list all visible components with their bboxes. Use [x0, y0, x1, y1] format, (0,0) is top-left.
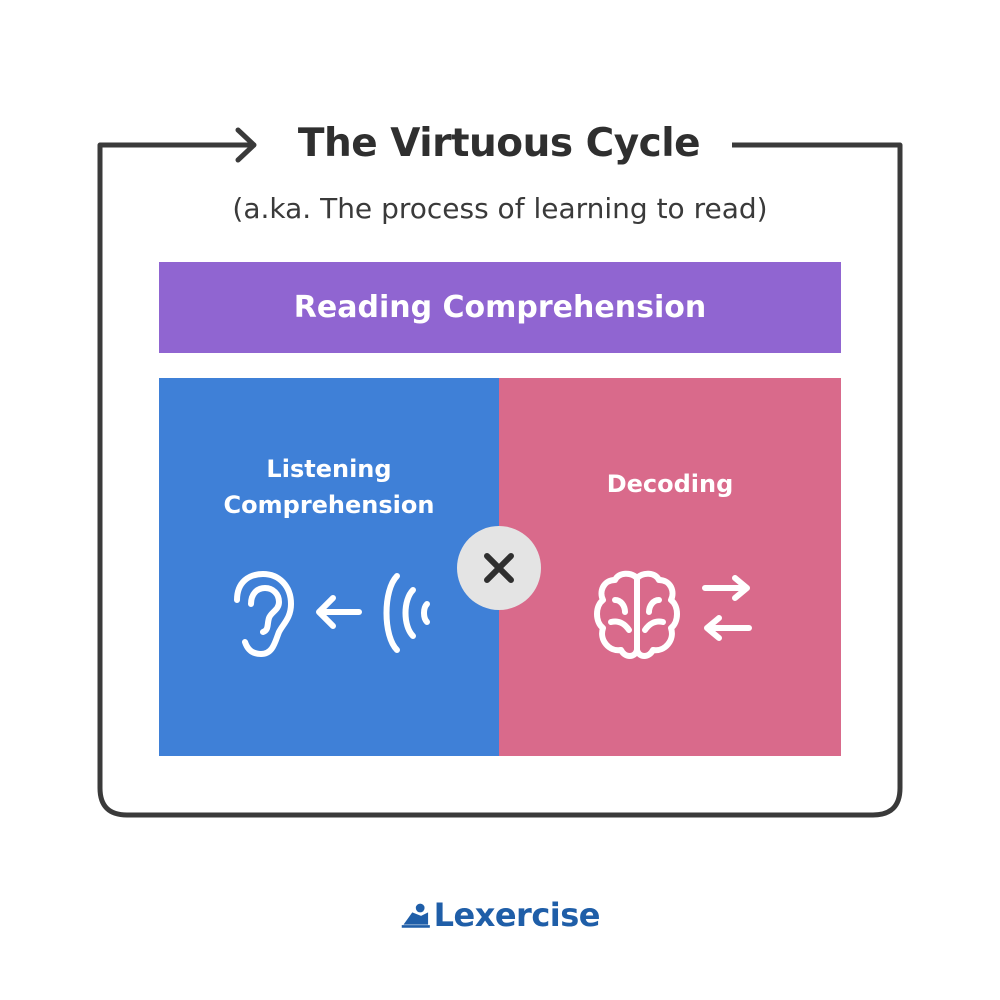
listening-label-line1: Listening — [266, 455, 392, 483]
sound-waves-icon — [383, 573, 430, 653]
listening-comprehension-panel: Listening Comprehension — [159, 378, 499, 756]
brain-icon — [594, 570, 680, 659]
cycle-frame-path — [97, 142, 903, 818]
diagram-title: The Virtuous Cycle — [268, 113, 730, 173]
listening-comprehension-label: Listening Comprehension — [159, 451, 499, 523]
ear-icon — [234, 570, 295, 658]
reading-comprehension-banner: Reading Comprehension — [159, 262, 841, 353]
lexercise-logo: Lexercise — [400, 893, 601, 937]
diagram-subtitle: (a.ka. The process of learning to read) — [232, 191, 768, 225]
listening-label-line2: Comprehension — [223, 491, 435, 519]
reader-icon — [401, 903, 430, 928]
logo-text: Lexercise — [433, 896, 601, 934]
decoding-label: Decoding — [606, 470, 734, 498]
decoding-panel: Decoding — [499, 378, 841, 756]
multiply-badge — [457, 526, 541, 610]
arrow-left-icon — [316, 595, 362, 629]
arrow-right-icon — [235, 127, 257, 163]
swap-arrows-icon — [702, 575, 752, 641]
multiply-icon — [484, 553, 514, 583]
